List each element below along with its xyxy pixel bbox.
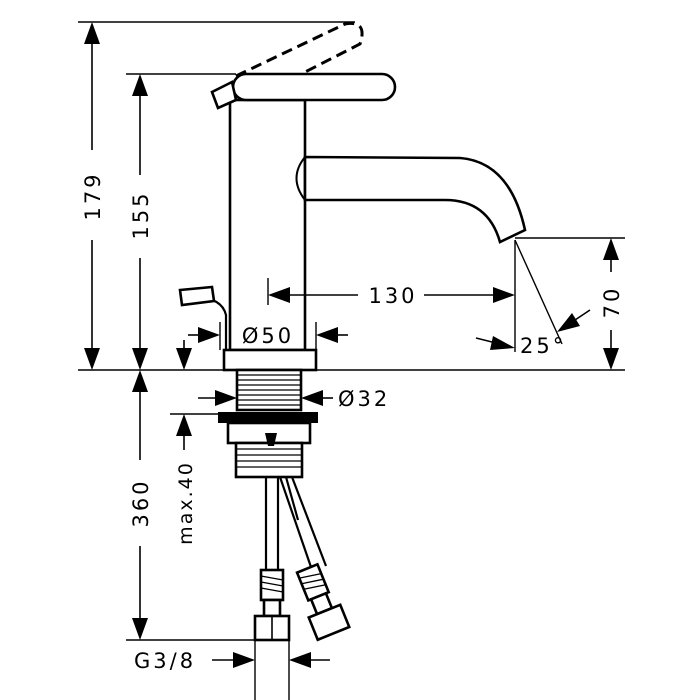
faucet-spout: [303, 155, 527, 244]
spout-joint: [295, 156, 306, 201]
dim-max-thickness: max.40: [170, 340, 218, 545]
dim-25deg-label: 25°: [520, 334, 566, 358]
dim-total-height: 179: [81, 22, 105, 370]
dim-under-counter: 360: [129, 370, 153, 640]
dim-o50-label: Ø50: [242, 324, 294, 348]
dim-70-label: 70: [600, 286, 624, 319]
dim-spout-clearance: 70: [600, 238, 624, 370]
lever-hub: [210, 80, 238, 110]
dim-179-label: 179: [81, 171, 105, 220]
dim-155-label: 155: [129, 190, 153, 239]
extension-lines: [78, 21, 625, 700]
fixing-screw: [265, 433, 277, 446]
dim-360-label: 360: [129, 478, 153, 527]
lever-open-position: [235, 21, 364, 98]
faucet-drawing: [78, 21, 625, 642]
popup-knob: [178, 285, 216, 307]
dim-shank-diameter: Ø32: [198, 387, 390, 411]
dim-130-label: 130: [368, 284, 417, 308]
nut-threads: [236, 448, 302, 468]
dim-max40-label: max.40: [175, 461, 197, 545]
dim-spout-height: 155: [129, 74, 153, 370]
dim-o32-label: Ø32: [338, 387, 390, 411]
dim-spray-angle: 25°: [475, 309, 591, 358]
dim-connection: G3/8: [134, 649, 330, 673]
faucet-body: [228, 98, 307, 352]
faucet-lever: [231, 72, 397, 102]
supply-hoses: [264, 476, 328, 571]
hose-fitting-right: [295, 562, 351, 642]
dim-body-diameter: Ø50: [188, 324, 348, 348]
dim-g38-label: G3/8: [134, 649, 196, 673]
washer: [218, 412, 318, 423]
dim-spout-reach: 130: [268, 284, 515, 308]
faucet-base-collar: [222, 348, 318, 372]
hose-fitting-left: [253, 568, 291, 642]
shank-threads: [237, 374, 301, 406]
mounting-nut: [234, 441, 304, 479]
